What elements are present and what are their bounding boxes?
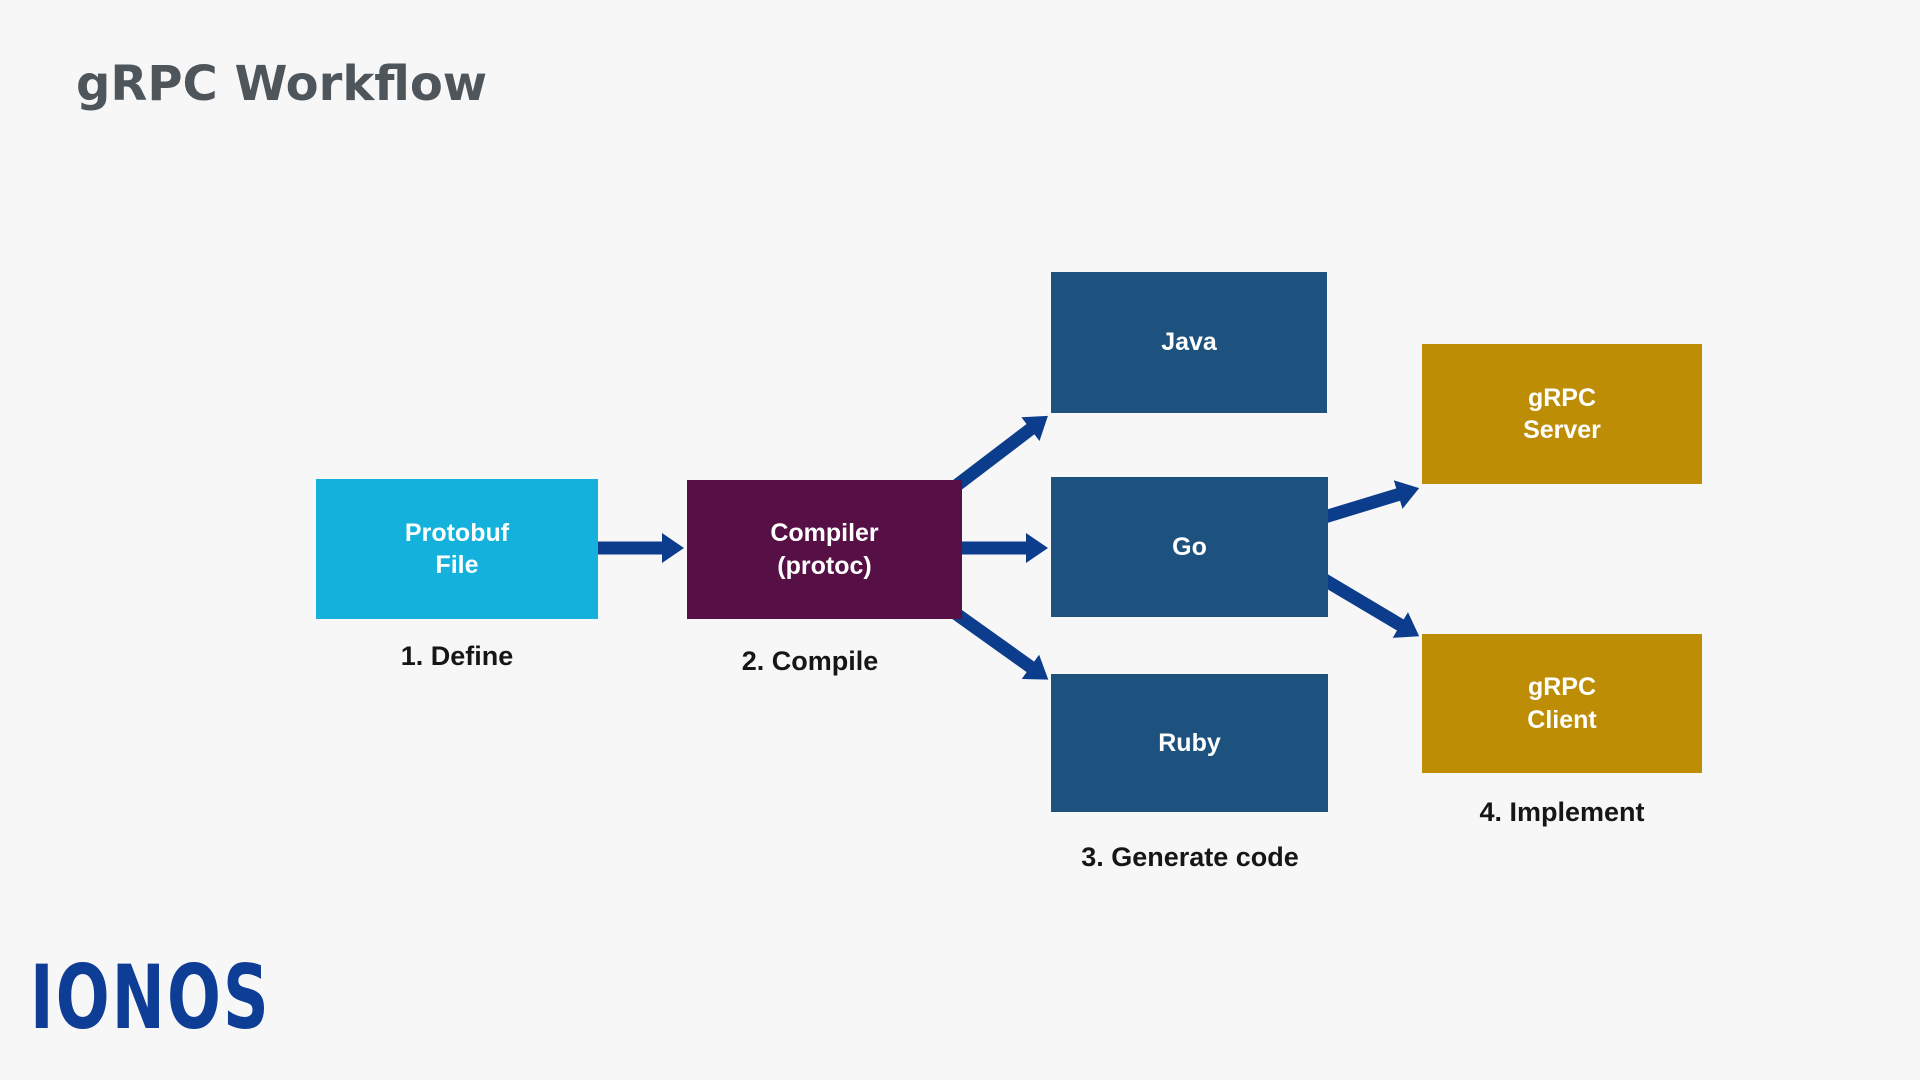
node-java: Java bbox=[1051, 272, 1327, 413]
step-label-implement: 4. Implement bbox=[1479, 797, 1645, 827]
node-grpc-client: gRPC Client bbox=[1422, 634, 1702, 773]
step-label-compile: 2. Compile bbox=[741, 646, 879, 676]
node-grpc-server: gRPC Server bbox=[1422, 344, 1702, 484]
node-go: Go bbox=[1051, 477, 1328, 617]
ionos-logo: IONOS bbox=[30, 946, 271, 1049]
node-protobuf-file: Protobuf File bbox=[316, 479, 598, 619]
node-ruby: Ruby bbox=[1051, 674, 1328, 812]
arrow-go-to-grpc-client bbox=[1314, 570, 1420, 638]
arrow-go-to-grpc-server bbox=[1316, 480, 1420, 526]
step-label-generate-code: 3. Generate code bbox=[1081, 842, 1299, 872]
step-label-define: 1. Define bbox=[400, 641, 514, 671]
page-title: gRPC Workflow bbox=[76, 56, 488, 112]
node-compiler-protoc: Compiler (protoc) bbox=[687, 480, 962, 619]
